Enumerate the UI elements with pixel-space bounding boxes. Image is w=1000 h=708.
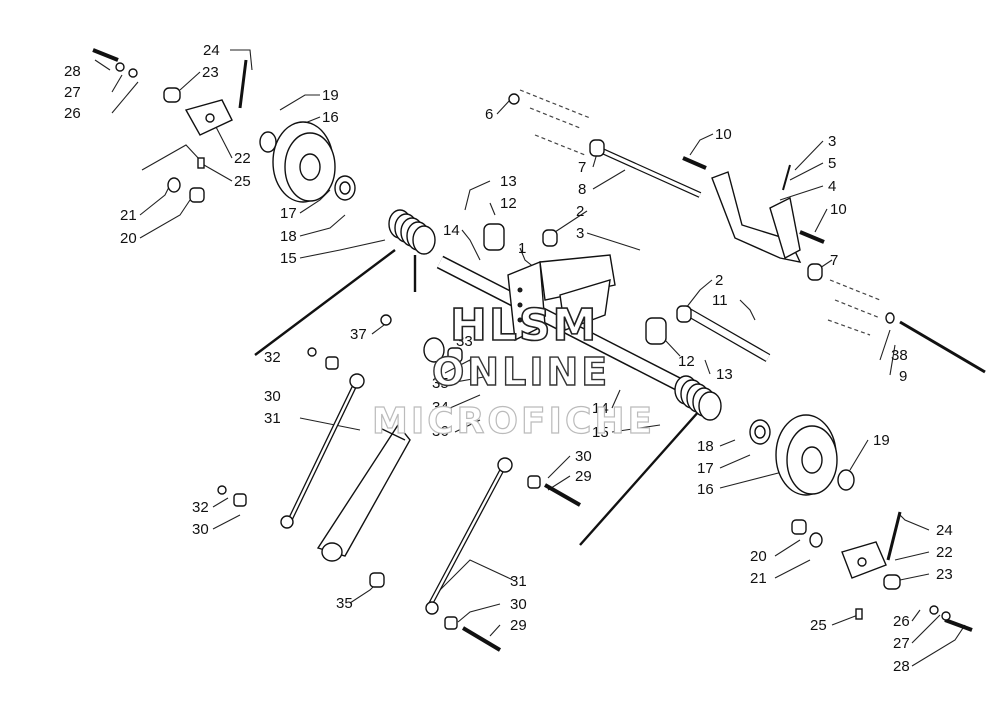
callout-35-bottom: 35 (336, 595, 353, 612)
callout-22-bottom: 22 (936, 544, 953, 561)
callout-2-top: 2 (576, 203, 584, 220)
callout-24-bottom: 24 (936, 522, 953, 539)
callout-16-top: 16 (322, 109, 339, 126)
callout-23-top: 23 (202, 64, 219, 81)
callout-13-right: 13 (716, 366, 733, 383)
callout-11: 11 (712, 292, 728, 309)
small-parts (115, 62, 951, 630)
callout-15-right: 15 (592, 424, 609, 441)
callout-26-top: 26 (64, 105, 81, 122)
callout-18-right: 18 (697, 438, 714, 455)
rods (92, 48, 986, 652)
leader-lines (94, 49, 966, 667)
callout-38: 38 (891, 347, 908, 364)
callout-19-right: 19 (873, 432, 890, 449)
callout-24-top: 24 (203, 42, 220, 59)
callout-31-left: 31 (264, 410, 281, 427)
callout-28-top: 28 (64, 63, 81, 80)
callout-10-right: 10 (830, 201, 847, 218)
callout-31-right: 31 (510, 573, 527, 590)
callout-12-top: 12 (500, 195, 517, 212)
callout-30-mid: 30 (575, 448, 592, 465)
callout-6: 6 (485, 106, 493, 123)
callout-17-right: 17 (697, 460, 714, 477)
callout-35-mid: 35 (432, 375, 449, 392)
callout-30-bottom-left: 30 (192, 521, 209, 538)
callout-33: 33 (456, 333, 473, 350)
callout-3-top: 3 (828, 133, 836, 150)
callout-29-bottom: 29 (510, 617, 527, 634)
callout-34: 34 (432, 399, 449, 416)
front-arm-assembly (507, 254, 616, 342)
idler-wheel-left (272, 121, 336, 203)
rear-bracket (711, 164, 802, 263)
callout-19-top: 19 (322, 87, 339, 104)
callout-25-bottom: 25 (810, 617, 827, 634)
callout-15-top: 15 (280, 250, 297, 267)
callout-25-top: 25 (234, 173, 251, 190)
callout-32-bottom: 32 (192, 499, 209, 516)
callout-12-right: 12 (678, 353, 695, 370)
watermark: HLSM ONLINE MICROFICHE (371, 299, 655, 442)
callout-10-top: 10 (715, 126, 732, 143)
callout-26-bottom: 26 (893, 613, 910, 630)
callout-14-top: 14 (443, 222, 460, 239)
callout-37: 37 (350, 326, 367, 343)
callout-20-top: 20 (120, 230, 137, 247)
callout-13-top: 13 (500, 173, 517, 190)
callout-14-right: 14 (592, 400, 609, 417)
callout-27-bottom: 27 (893, 635, 910, 652)
watermark-line-2: ONLINE (432, 350, 610, 394)
torsion-spring-left (388, 209, 436, 255)
callout-20-bottom: 20 (750, 548, 767, 565)
watermark-line-1: HLSM (450, 300, 598, 351)
callout-7-top: 7 (578, 159, 586, 176)
callout-28-bottom: 28 (893, 658, 910, 675)
callout-32-left: 32 (264, 349, 281, 366)
callout-30-bottom-right: 30 (510, 596, 527, 613)
callout-9: 9 (899, 368, 907, 385)
callout-7-right: 7 (830, 252, 838, 269)
callout-8: 8 (578, 181, 586, 198)
callout-16-right: 16 (697, 481, 714, 498)
callout-4: 4 (828, 178, 836, 195)
callout-27-top: 27 (64, 84, 81, 101)
callout-1: 1 (518, 240, 526, 257)
callout-17-top: 17 (280, 205, 297, 222)
watermark-line-3: MICROFICHE (372, 401, 655, 442)
callout-21-bottom: 21 (750, 570, 767, 587)
callout-29-mid: 29 (575, 468, 592, 485)
torsion-spring-right (674, 375, 722, 421)
callout-2-right: 2 (715, 272, 723, 289)
idler-wheel-right (775, 414, 838, 496)
callout-3-mid: 3 (576, 225, 584, 242)
callout-labels: 24 28 23 27 26 19 16 22 25 21 20 17 18 1… (64, 42, 953, 675)
callout-23-bottom: 23 (936, 566, 953, 583)
callout-18-top: 18 (280, 228, 297, 245)
callout-36: 36 (432, 423, 449, 440)
callout-5: 5 (828, 155, 836, 172)
callout-21-top: 21 (120, 207, 137, 224)
callout-30-left: 30 (264, 388, 281, 405)
tunnel-section (519, 89, 881, 336)
callout-22-top: 22 (234, 150, 251, 167)
